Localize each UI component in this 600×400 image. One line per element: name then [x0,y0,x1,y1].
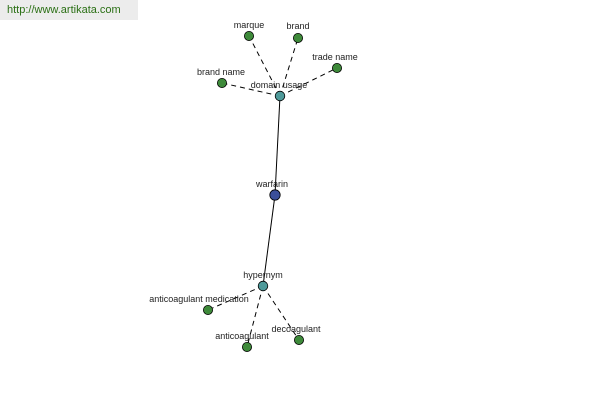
node-anticoagulant[interactable] [241,341,252,352]
node-domain-usage[interactable] [274,90,286,102]
edge-domain-usage-to-brand [279,37,299,97]
label-hypernym: hypernym [243,270,283,280]
nodes-layer [202,30,342,352]
label-anticoagulant-medication: anticoagulant medication [149,294,249,304]
node-hypernym[interactable] [257,280,269,292]
source-link[interactable]: http://www.artikata.com [7,4,121,16]
edge-hypernym-to-anticoagulant-medication [207,285,264,311]
edge-domain-usage-to-trade-name [279,67,338,97]
edge-hypernym-to-decoagulant [262,285,300,341]
label-brand: brand [286,21,309,31]
label-trade-name: trade name [312,52,358,62]
label-anticoagulant: anticoagulant [215,331,269,341]
node-anticoagulant-medication[interactable] [202,304,213,315]
edges-layer [207,35,338,348]
edge-domain-usage-to-brand-name [221,82,281,97]
node-brand[interactable] [292,33,303,44]
node-warfarin[interactable] [269,189,281,201]
label-decoagulant: decoagulant [271,324,321,334]
labels-layer: warfarin domain usage hypernym marque brand t… [149,20,358,341]
label-warfarin: warfarin [255,179,288,189]
label-brand-name: brand name [197,67,245,77]
edge-hypernym-to-anticoagulant [246,285,264,348]
source-link-bar: http://www.artikata.com [0,0,138,20]
edge-domain-usage-to-marque [248,35,281,97]
node-brand-name[interactable] [216,78,227,89]
label-domain-usage: domain usage [251,80,308,90]
label-marque: marque [234,20,265,30]
node-decoagulant[interactable] [293,334,304,345]
edge-warfarin-to-domain-usage [274,95,281,196]
node-trade-name[interactable] [331,63,342,74]
edge-warfarin-to-hypernym [262,194,276,287]
node-marque[interactable] [243,30,254,41]
